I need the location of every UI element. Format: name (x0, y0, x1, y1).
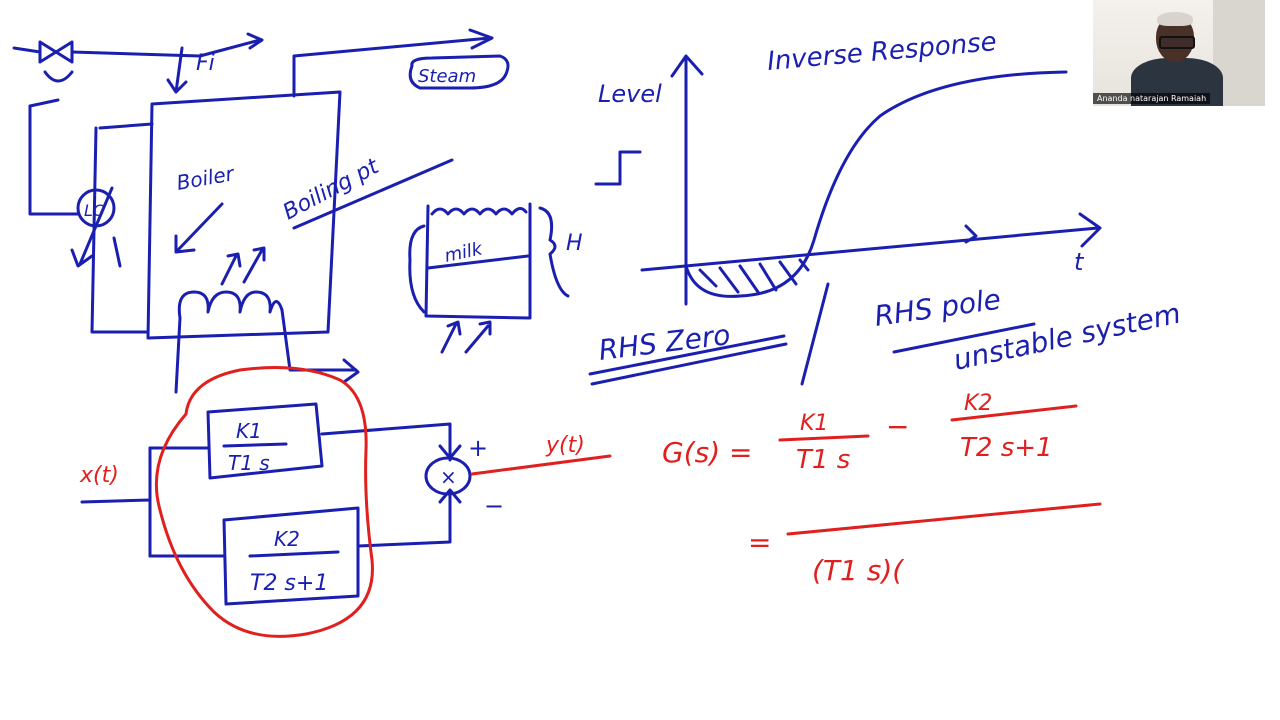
block1-denominator: T1 s (228, 451, 270, 475)
block2-denominator: T2 s+1 (250, 571, 328, 596)
boiler-back (90, 122, 154, 334)
equation-equals: = (748, 526, 771, 559)
heating-coil (177, 290, 284, 320)
summer-arrow-up (438, 488, 462, 504)
input-label: x(t) (79, 463, 119, 488)
presenter-name: Ananda natarajan Ramaiah (1093, 93, 1211, 104)
vessel-heat-arrow-1 (440, 320, 462, 354)
transfer-function-equation: G(s) = K1 T1 s − K2 T2 s+1 = (T1 s)( (662, 391, 1102, 587)
block1-to-summer (320, 422, 452, 462)
block2-numerator: K2 (274, 527, 300, 551)
fi-arrow (166, 46, 188, 94)
block-diagram: x(t) K1 T1 s K2 T2 s+1 × + − y(t) (79, 366, 612, 638)
fi-label: Fi (196, 51, 215, 76)
boiling-pt-label: Boiling pt (279, 154, 384, 226)
boiling-pt-underline (292, 158, 454, 230)
vessel-heat-arrow-2 (464, 320, 492, 354)
minus-sign: − (484, 492, 504, 520)
coil-out-arrow (342, 358, 360, 384)
milk-vessel: milk H (408, 202, 583, 354)
input-line (80, 446, 152, 558)
presenter-hair (1157, 12, 1193, 26)
summer-symbol: × (440, 465, 457, 489)
boiler-label: Boiler (175, 161, 238, 195)
controller-to-valve (28, 98, 60, 108)
milk-level-line (426, 254, 530, 270)
boiler-front (146, 90, 342, 340)
valve-actuator (43, 70, 74, 83)
response-curve (684, 70, 1068, 298)
equation-lhs: G(s) = (662, 436, 753, 469)
plus-sign: + (468, 434, 488, 462)
output-label: y(t) (545, 433, 585, 458)
equation-operator: − (886, 410, 909, 443)
presenter-glasses (1159, 36, 1195, 49)
presenter-webcam: Ananda natarajan Ramaiah (1093, 0, 1265, 106)
inverse-response-graph: Level Inverse Response t (594, 27, 1102, 306)
level-axis-label: Level (598, 80, 662, 108)
output-line (470, 454, 612, 476)
controller-signal-line (28, 104, 80, 216)
feed-arrow (246, 32, 264, 50)
rhs-notes: RHS Zero RHS pole unstable system (588, 282, 1184, 386)
term1-denominator: T1 s (796, 445, 850, 475)
block-2 (222, 506, 360, 606)
boiling-bubbles (430, 207, 528, 216)
vessel-left-brace (408, 224, 426, 314)
height-brace (538, 206, 570, 298)
rhs-pole-underline (892, 322, 1036, 354)
block2-to-summer (356, 490, 452, 548)
term1-fraction-bar (778, 434, 870, 442)
heat-arrow-1 (220, 252, 242, 286)
result-denominator: (T1 s)( (812, 554, 904, 587)
coil-leads (174, 308, 358, 394)
x-axis (640, 212, 1102, 272)
valve-symbol (38, 40, 74, 64)
steam-arrow (468, 28, 494, 50)
red-highlight-blob (154, 366, 374, 638)
feed-pipe (12, 38, 262, 58)
steam-label: Steam (418, 66, 476, 87)
boiler-arrow (174, 202, 224, 254)
undershoot-hatch (698, 258, 810, 294)
steam-cloud (408, 54, 510, 90)
block1-numerator: K1 (236, 419, 262, 443)
heat-arrow-2 (242, 246, 266, 284)
term2-denominator: T2 s+1 (960, 433, 1053, 463)
step-input-symbol (594, 150, 642, 186)
y-axis (670, 54, 704, 306)
x-axis-tick (964, 224, 978, 244)
block-1 (206, 402, 324, 480)
t-axis-label: t (1074, 248, 1085, 276)
rhs-pole-label: RHS pole (872, 283, 1002, 333)
block2-fraction-bar (248, 550, 340, 558)
vessel-walls (424, 202, 532, 320)
rhs-zero-underline (588, 334, 788, 386)
result-fraction-bar (786, 502, 1102, 536)
block1-fraction-bar (222, 442, 288, 448)
term2-fraction-bar (950, 404, 1078, 422)
term2-numerator: K2 (964, 391, 992, 416)
branch-lines (148, 446, 226, 558)
summing-junction[interactable] (424, 456, 472, 496)
lc-arrow (70, 186, 114, 268)
steam-pipe (292, 36, 492, 98)
h-label: H (566, 231, 583, 256)
inverse-response-title: Inverse Response (766, 27, 998, 77)
lc-tick (112, 236, 122, 268)
term1-numerator: K1 (800, 411, 828, 436)
separator-slash (800, 282, 830, 386)
